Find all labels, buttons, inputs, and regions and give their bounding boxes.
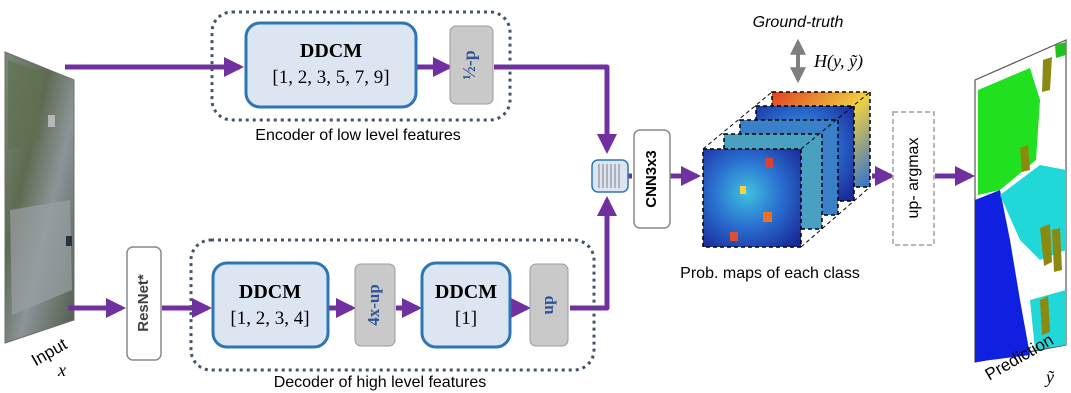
upsample-4x-box	[354, 263, 396, 347]
upargmax-label: up- argmax	[905, 138, 922, 219]
upsample-4x-label: 4x-up	[364, 284, 383, 326]
front-prob-map	[702, 148, 802, 248]
decoder-ddcm1-box	[211, 261, 330, 349]
prediction-image	[974, 39, 1067, 363]
probmaps-caption: Prob. maps of each class	[680, 265, 860, 282]
decoder-ddcm1-rates: [1, 2, 3, 4]	[230, 308, 309, 329]
loss-label: H(y, ỹ)	[813, 51, 863, 72]
up-box	[529, 263, 569, 347]
prediction-var: ỹ	[1044, 367, 1055, 387]
pool-label: ½-p	[459, 50, 479, 80]
pool-box	[449, 25, 494, 105]
resnet-label: ResNet*	[135, 274, 152, 332]
encoder-ddcm-rates: [1, 2, 3, 5, 7, 9]	[272, 67, 389, 88]
concat-node	[591, 159, 629, 193]
groundtruth-label: Ground-truth	[753, 14, 844, 31]
probability-maps: Prob. maps of each class	[680, 91, 871, 282]
resnet-block: ResNet*	[126, 246, 162, 361]
cnn-label: CNN3x3	[643, 150, 660, 208]
up-label: up	[538, 296, 557, 315]
car-shape	[66, 236, 72, 246]
encoder-dotted-border	[210, 10, 512, 122]
cnn-box	[633, 129, 671, 229]
upargmax-block: up- argmax	[892, 111, 935, 246]
decoder-ddcm1-title: DDCM	[239, 281, 301, 303]
decoder-dotted-border	[189, 238, 596, 372]
decoder-ddcm2-box	[420, 261, 512, 349]
resnet-box	[126, 246, 162, 361]
input-labels: Input x	[28, 334, 70, 380]
encoder-ddcm-title: DDCM	[300, 40, 362, 62]
decoder-ddcm2-rates: [1]	[455, 308, 477, 329]
encoder-caption: Encoder of low level features	[255, 127, 460, 144]
input-var: x	[57, 360, 66, 380]
encoder-ddcm-box	[244, 21, 418, 109]
ground-truth: Ground-truth H(y, ỹ)	[753, 14, 863, 84]
cnn-block: CNN3x3	[633, 129, 671, 229]
decoder-block: DDCM [1, 2, 3, 4] 4x-up DDCM [1] up Deco…	[189, 238, 596, 391]
arrows	[65, 57, 975, 318]
encoder-block: DDCM [1, 2, 3, 5, 7, 9] ½-p Encoder of l…	[210, 10, 512, 144]
upargmax-box	[892, 111, 935, 246]
decoder-caption: Decoder of high level features	[274, 374, 487, 391]
decoder-ddcm2-title: DDCM	[435, 281, 497, 303]
input-image	[4, 51, 75, 344]
